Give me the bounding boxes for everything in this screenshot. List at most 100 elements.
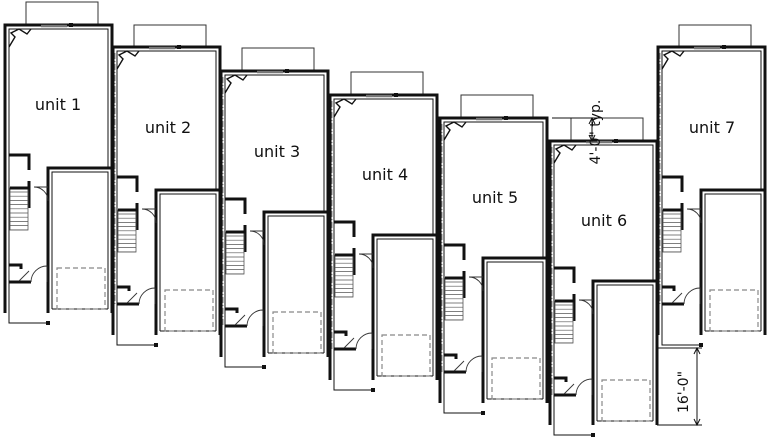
porch-post — [371, 388, 375, 392]
fireplace-icon — [661, 50, 685, 70]
entry-door-swing-icon — [683, 287, 701, 305]
closet-wall-lower — [662, 285, 676, 291]
garage-inner-wall — [376, 238, 434, 376]
entry-door-swing-icon — [246, 309, 264, 327]
closet-wall-lower — [444, 353, 458, 359]
garage-inner-wall — [596, 284, 654, 421]
unit-4: unit 4 — [328, 71, 439, 392]
closet-door — [343, 337, 355, 349]
garage-wall — [481, 256, 549, 403]
garage-wall — [262, 210, 330, 357]
porch-post — [46, 321, 50, 325]
garage-inner-wall — [486, 261, 544, 399]
garage-inner-wall — [51, 171, 109, 309]
entry-door-swing-icon — [465, 355, 483, 373]
fireplace-icon — [116, 50, 140, 70]
unit-label: unit 4 — [362, 165, 408, 184]
closet-door — [453, 360, 465, 372]
deck-outline — [460, 94, 534, 119]
post — [504, 116, 508, 120]
closet-wall-lower — [334, 330, 348, 336]
unit-label: unit 6 — [581, 211, 627, 230]
parking-space — [272, 311, 322, 354]
door-swing-icon — [249, 230, 265, 246]
closet-wall — [554, 266, 576, 283]
fireplace-icon — [553, 144, 577, 164]
unit-label: unit 1 — [35, 95, 81, 114]
interior-wall-line — [553, 144, 654, 395]
fireplace-icon — [8, 28, 32, 48]
garage-wall — [591, 279, 659, 425]
porch-post — [481, 411, 485, 415]
closet-wall-lower — [117, 285, 131, 291]
unit-label: unit 5 — [472, 188, 518, 207]
post — [285, 69, 289, 73]
unit-5: unit 5 — [438, 94, 549, 415]
closet-wall — [662, 175, 684, 192]
closet-wall-lower — [554, 376, 568, 382]
dimensions-group: 4'-0" typ. 16'-0" — [552, 100, 702, 427]
unit-label: unit 2 — [145, 118, 191, 137]
deck-outline — [570, 117, 644, 142]
porch-outline — [661, 304, 701, 346]
porch-outline — [224, 326, 264, 368]
closet-wall — [9, 153, 31, 170]
unit-2: unit 2 — [111, 24, 222, 347]
closet-wall-lower — [9, 263, 23, 269]
entry-door-swing-icon — [355, 332, 373, 350]
dimension-label: 16'-0" — [676, 371, 692, 413]
unit-label: unit 3 — [254, 142, 300, 161]
garage-inner-wall — [267, 215, 325, 353]
parking-space — [709, 289, 759, 332]
exterior-wall — [219, 69, 330, 357]
door-swing-icon — [578, 299, 594, 315]
porch-outline — [8, 282, 48, 324]
garage-wall — [371, 233, 439, 380]
entry-door-swing-icon — [138, 287, 156, 305]
parking-space — [164, 289, 214, 332]
fireplace-icon — [443, 121, 467, 141]
porch-post — [154, 343, 158, 347]
deck-outline — [678, 24, 752, 48]
dimension-2: 16'-0" — [657, 346, 702, 427]
garage-inner-wall — [159, 193, 217, 331]
closet-wall-lower — [225, 307, 239, 313]
porch-post — [262, 365, 266, 369]
post — [722, 45, 726, 49]
deck-outline — [350, 71, 424, 96]
porch-outline — [553, 395, 593, 436]
deck-outline — [133, 24, 207, 48]
deck-outline — [241, 47, 315, 72]
closet-door — [671, 292, 683, 304]
closet-door — [18, 270, 30, 282]
porch-outline — [333, 349, 373, 391]
porch-post — [699, 343, 703, 347]
door-swing-icon — [686, 208, 702, 224]
exterior-wall — [438, 116, 549, 403]
closet-door — [126, 292, 138, 304]
door-swing-icon — [141, 208, 157, 224]
exterior-wall — [548, 139, 659, 425]
parking-space — [56, 267, 106, 310]
fireplace-icon — [333, 98, 357, 118]
deck-outline — [25, 1, 99, 26]
parking-space — [491, 357, 541, 400]
post — [614, 139, 618, 143]
fireplace-icon — [224, 74, 248, 94]
entry-door-swing-icon — [575, 378, 593, 396]
closet-door — [563, 383, 575, 395]
closet-wall — [117, 175, 139, 192]
closet-door — [234, 314, 246, 326]
interior-wall-line — [333, 98, 434, 350]
door-swing-icon — [33, 186, 49, 202]
dimension-1: 4'-0" typ. — [552, 100, 604, 165]
porch-post — [591, 433, 595, 437]
closet-wall — [334, 220, 356, 237]
garage-inner-wall — [704, 193, 762, 331]
unit-1: unit 1 — [3, 1, 114, 325]
post — [177, 45, 181, 49]
dimension-label: 4'-0" typ. — [588, 100, 604, 165]
unit-6: unit 6 — [548, 117, 659, 437]
